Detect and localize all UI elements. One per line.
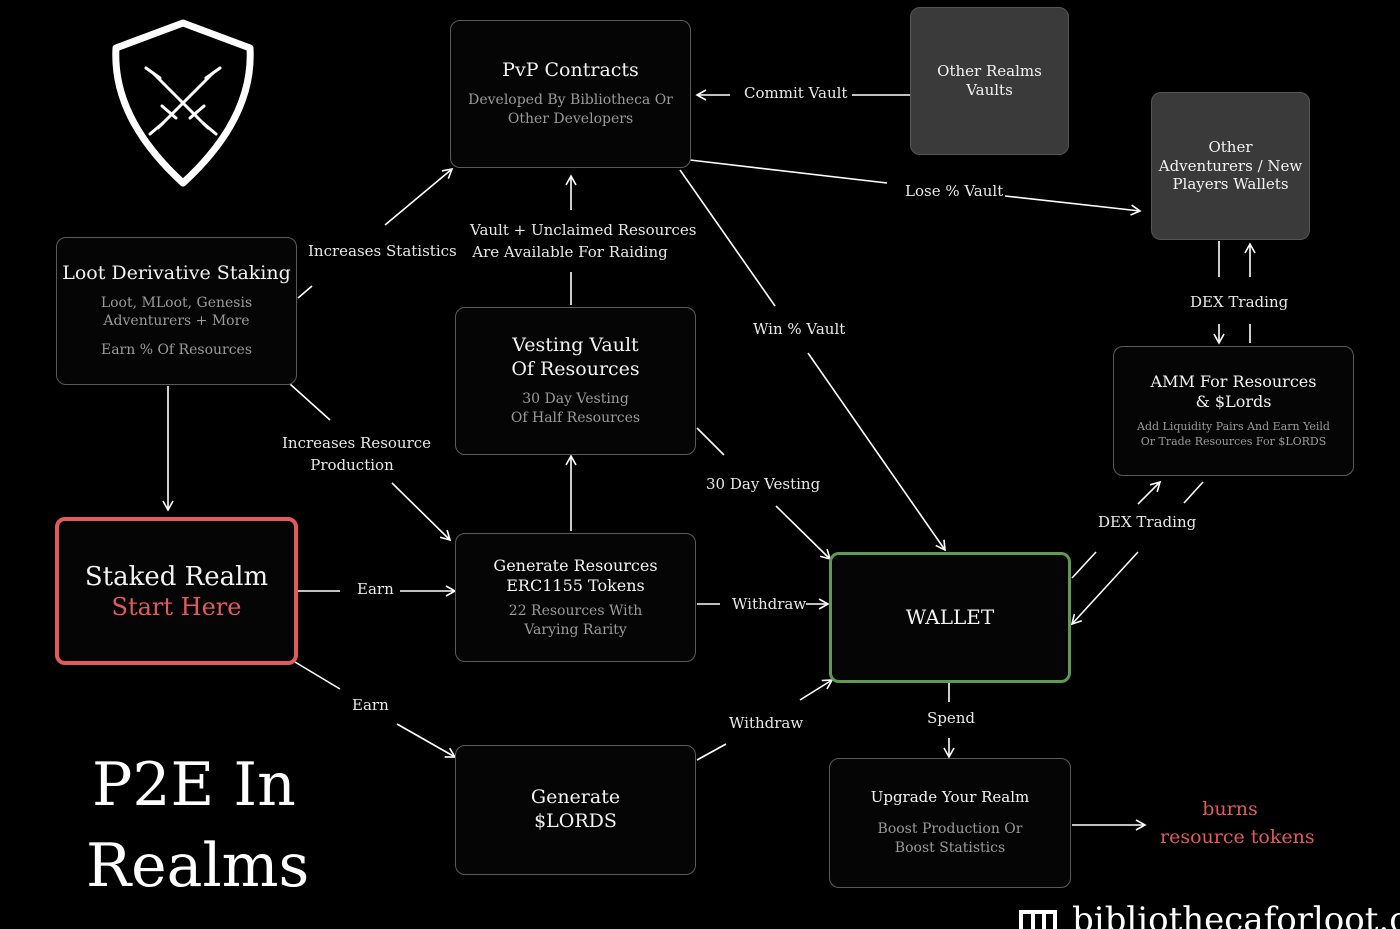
footer-watermark: bibliothecaforloot.com: [1018, 903, 1400, 929]
node-sub: Loot, MLoot, Genesis: [100, 294, 253, 311]
edge-label-spend: Spend: [927, 709, 976, 727]
node-sub: Boost Production Or: [877, 821, 1023, 838]
edge-label-line: Vault + Unclaimed Resources: [470, 221, 697, 239]
node-title: ERC1155 Tokens: [506, 575, 645, 595]
other-realms-vaults-node: Other Realms Vaults: [910, 7, 1069, 155]
start-here-label: Start Here: [111, 593, 242, 622]
edge-label-earn-resources: Earn: [357, 580, 394, 598]
burns-line: burns: [1202, 798, 1258, 820]
wallet-node: WALLET: [829, 552, 1071, 683]
node-line: Other: [1208, 137, 1253, 156]
edge-label-vault-unclaimed: Vault + Unclaimed Resources Are Availabl…: [470, 220, 697, 264]
edge-label-earn-lords: Earn: [352, 696, 389, 714]
node-title: Loot Derivative Staking: [62, 261, 291, 284]
burns-resource-tokens-label: burns resource tokens: [1160, 796, 1315, 851]
footer-url: bibliothecaforloot.com: [1072, 903, 1400, 929]
edge-label-increases-statistics: Increases Statistics: [308, 242, 457, 260]
node-sub: Boost Statistics: [894, 840, 1006, 857]
generate-lords-node: Generate $LORDS: [455, 745, 696, 875]
node-sub: Add Liquidity Pairs And Earn Yeild: [1137, 420, 1330, 434]
other-adventurers-wallets-node: Other Adventurers / New Players Wallets: [1151, 92, 1310, 240]
node-sub: Developed By Bibliotheca Or: [468, 91, 673, 108]
node-sub: Varying Rarity: [524, 621, 627, 638]
staked-realm-node: Staked Realm Start Here: [55, 517, 298, 665]
node-sub: Other Developers: [507, 110, 634, 127]
node-title: AMM For Resources: [1150, 372, 1317, 392]
edge-label-line: Are Available For Raiding: [472, 242, 668, 261]
upgrade-realm-node: Upgrade Your Realm Boost Production Or B…: [829, 758, 1071, 888]
node-title: WALLET: [905, 605, 995, 629]
node-title: Generate Resources: [493, 555, 658, 575]
edge-label-win-vault: Win % Vault: [753, 320, 846, 338]
edge-label-commit-vault: Commit Vault: [744, 84, 848, 102]
amm-node: AMM For Resources & $Lords Add Liquidity…: [1113, 346, 1354, 476]
node-title: Generate: [530, 786, 621, 809]
node-line: Vaults: [966, 81, 1013, 99]
title-line-2: Realms: [86, 831, 310, 901]
node-title: & $Lords: [1195, 392, 1272, 412]
edge-label-30-day-vesting: 30 Day Vesting: [706, 475, 821, 493]
vesting-vault-node: Vesting Vault Of Resources 30 Day Vestin…: [455, 307, 696, 455]
edge-label-line: Increases Resource: [282, 434, 432, 452]
edge-label-increases-production: Increases Resource Production: [282, 433, 432, 477]
node-title: $LORDS: [534, 810, 617, 832]
node-title: Upgrade Your Realm: [870, 787, 1030, 806]
node-title: Staked Realm: [84, 561, 269, 592]
node-title: Vesting Vault: [512, 334, 639, 357]
node-sub: 22 Resources With: [508, 602, 643, 619]
title-line-1: P2E In: [92, 750, 296, 820]
node-line: Adventurers / New: [1158, 156, 1303, 175]
diagram-title: P2E In Realms: [86, 745, 309, 907]
edge-label-lose-vault: Lose % Vault: [905, 182, 1004, 200]
node-title: Of Resources: [511, 358, 640, 381]
bibliotheca-logo-icon: [1019, 910, 1057, 929]
node-sub: Earn % Of Resources: [100, 342, 253, 359]
node-sub: 30 Day Vesting: [522, 390, 629, 407]
node-sub: Or Trade Resources For $LORDS: [1140, 435, 1327, 448]
generate-resources-node: Generate Resources ERC1155 Tokens 22 Res…: [455, 533, 696, 662]
pvp-contracts-node: PvP Contracts Developed By Bibliotheca O…: [450, 20, 691, 168]
edge-label-line: Production: [310, 455, 394, 474]
loot-derivative-staking-node: Loot Derivative Staking Loot, MLoot, Gen…: [56, 237, 297, 385]
node-line: Players Wallets: [1172, 175, 1289, 194]
edge-label-withdraw-resources: Withdraw: [732, 595, 807, 613]
crossed-swords-shield-icon: [112, 19, 254, 187]
node-sub: Of Half Resources: [510, 409, 641, 426]
node-title: PvP Contracts: [502, 59, 639, 82]
edge-label-withdraw-lords: Withdraw: [729, 714, 804, 732]
node-sub: Adventurers + More: [103, 313, 250, 330]
burns-line: resource tokens: [1160, 825, 1315, 848]
edge-label-dex-trading-top: DEX Trading: [1190, 293, 1289, 311]
node-line: Other Realms: [937, 62, 1042, 81]
edge-label-dex-trading-bottom: DEX Trading: [1098, 513, 1197, 531]
